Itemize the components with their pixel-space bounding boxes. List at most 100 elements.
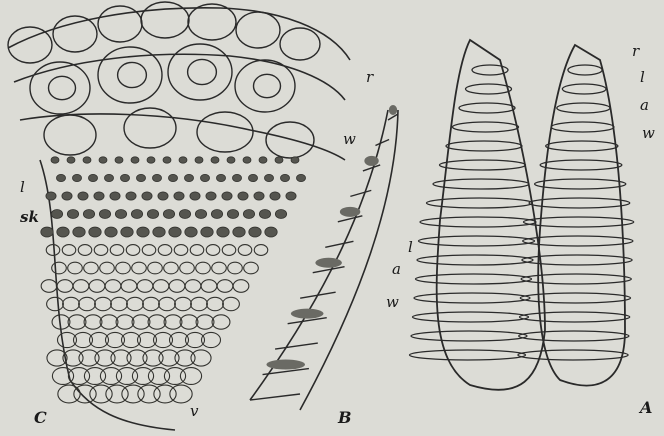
epidermal-cell [141, 2, 189, 38]
mesh-cell [233, 280, 249, 293]
mesh-cell [212, 315, 230, 329]
mesh-cell [191, 350, 211, 366]
mesh-cell [111, 297, 128, 310]
mesh-cell [206, 245, 220, 256]
mesh-cell [174, 192, 184, 200]
mesh-cell [84, 315, 102, 329]
mesh-cell [136, 174, 145, 181]
mesh-cell [275, 209, 286, 218]
mesh-cell [222, 245, 236, 256]
mesh-cell [95, 350, 115, 366]
mesh-cell [52, 262, 67, 274]
mesh-cell [73, 280, 89, 293]
mesh-cell [264, 174, 273, 181]
mesh-cell [57, 227, 69, 237]
mesh-cell [116, 368, 137, 385]
mesh-cell [41, 280, 57, 293]
mesh-cell [148, 315, 166, 329]
panel-c-label-sk: sk [20, 210, 39, 225]
mesh-cell [67, 157, 75, 163]
filament-band [364, 156, 378, 166]
left-column-ring [459, 103, 515, 113]
panel-b-label-l: l [408, 240, 413, 255]
mesh-cell [121, 280, 137, 293]
mesh-cell [216, 174, 225, 181]
panel-a-label-w: w [642, 126, 655, 141]
mesh-cell [68, 368, 89, 385]
filament-left-edge [250, 110, 388, 400]
mesh-cell [84, 368, 105, 385]
mesh-cell [244, 262, 259, 274]
mesh-cell [121, 227, 133, 237]
mesh-cell [238, 192, 248, 200]
mesh-cell [233, 227, 245, 237]
mesh-cell [254, 192, 264, 200]
epidermal-cell [188, 4, 236, 40]
mesh-cell [169, 280, 185, 293]
mesh-cell [116, 262, 131, 274]
mesh-cell [184, 174, 193, 181]
mesh-cell [163, 157, 171, 163]
mesh-cell [95, 297, 112, 310]
mesh-cell [78, 192, 88, 200]
mesh-cell [291, 157, 299, 163]
mesh-cell [190, 245, 204, 256]
mesh-cell [89, 280, 105, 293]
mesh-cell [227, 209, 238, 218]
mesh-cell [296, 174, 305, 181]
mesh-cell [110, 245, 124, 256]
filament-septum [350, 190, 371, 196]
mesh-cell [115, 157, 123, 163]
panel-a-label-l: l [640, 70, 645, 85]
mesh-cell [196, 262, 211, 274]
left-column-ring [440, 160, 526, 170]
mesh-cell [185, 280, 201, 293]
mesh-cell [46, 192, 56, 200]
mesh-cell [89, 227, 101, 237]
right-column-ring [520, 312, 630, 322]
mesh-cell [84, 262, 99, 274]
mesh-cell [201, 280, 217, 293]
mesh-cell [254, 245, 268, 256]
panel-a-label-a: a [640, 98, 649, 113]
left-column-ring [433, 179, 529, 189]
mesh-cell [72, 174, 81, 181]
mesh-cell [195, 157, 203, 163]
mesh-cell [200, 174, 209, 181]
mesh-cell [175, 297, 192, 310]
mesh-cell [180, 368, 201, 385]
mesh-cell [249, 227, 261, 237]
panel-c-label-r: r [366, 70, 373, 85]
mesh-cell [211, 209, 222, 218]
mesh-cell [170, 385, 192, 403]
panel-c-letter: C [34, 410, 47, 426]
mesh-cell [132, 262, 147, 274]
mesh-cell [47, 350, 67, 366]
inner-cell [44, 115, 96, 155]
panel-b-letter: B [338, 410, 352, 426]
mesh-cell [185, 227, 197, 237]
cortical-cell [98, 47, 162, 103]
left-column-ring [419, 236, 535, 246]
right-column-ring [519, 331, 629, 341]
mesh-cell [94, 192, 104, 200]
right-column-ring [551, 122, 614, 132]
panel-c-label-l: l [20, 180, 25, 195]
cortical-cell [168, 44, 232, 100]
mesh-cell [191, 297, 208, 310]
filament-band [266, 360, 305, 370]
cell-nucleus [254, 74, 281, 97]
panel-a-rings [410, 65, 634, 360]
filament-septum [300, 292, 335, 298]
mesh-cell [68, 315, 86, 329]
mesh-cell [100, 262, 115, 274]
mesh-cell [126, 192, 136, 200]
mesh-cell [248, 174, 257, 181]
epidermal-cell [53, 16, 97, 52]
mesh-cell [152, 174, 161, 181]
right-column-ring [529, 198, 630, 208]
cortical-cell [235, 60, 295, 112]
left-column-ring [453, 122, 519, 132]
mesh-cell [286, 192, 296, 200]
panel-b-label-a: a [392, 262, 401, 277]
